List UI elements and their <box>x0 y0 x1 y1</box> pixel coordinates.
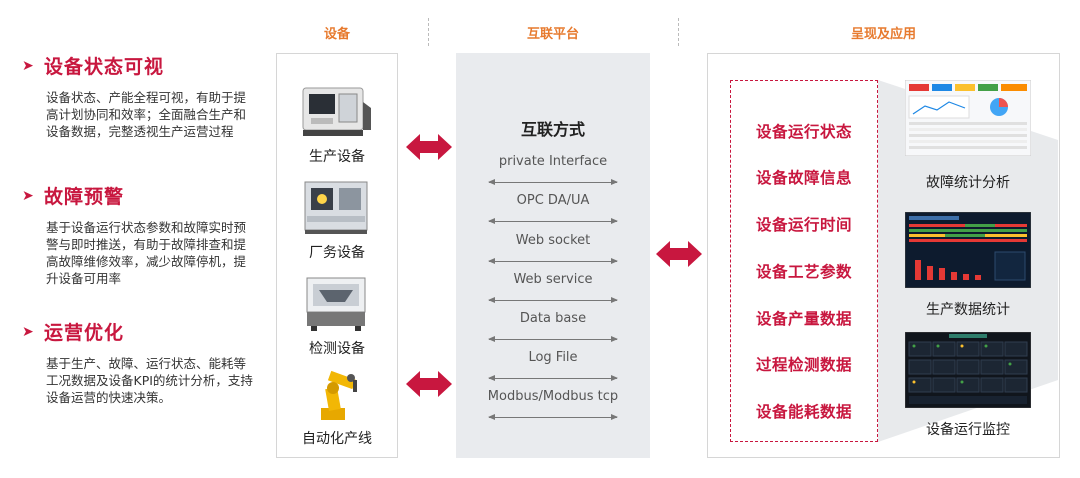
device-facility: 厂务设备 <box>277 178 397 262</box>
chevron-right-icon: ➤ <box>22 187 34 204</box>
platform-panel: 互联方式 private Interface OPC DA/UA Web soc… <box>456 53 650 458</box>
platform-title: 互联方式 <box>520 120 585 139</box>
feature-operation-optimize: ➤ 运营优化 基于生产、故障、运行状态、能耗等工况数据及设备KPI的统计分析，支持… <box>22 318 262 406</box>
facility-machine-icon <box>299 178 375 236</box>
feature-desc: 基于生产、故障、运行状态、能耗等工况数据及设备KPI的统计分析，支持设备运营的快… <box>46 356 253 405</box>
device-production: 生产设备 <box>277 82 397 166</box>
double-arrow-icon <box>406 134 452 160</box>
chevron-right-icon: ➤ <box>22 323 34 340</box>
protocol-label: OPC DA/UA <box>516 193 590 208</box>
bidirectional-arrow-icon <box>488 218 618 224</box>
data-type-item: 设备工艺参数 <box>755 263 852 281</box>
inspection-machine-icon <box>299 274 375 332</box>
double-arrow-icon <box>406 371 452 397</box>
double-arrow-icon <box>656 241 702 267</box>
data-type-item: 设备故障信息 <box>755 169 852 187</box>
data-type-item: 设备产量数据 <box>755 310 852 328</box>
bidirectional-arrow-icon <box>488 375 618 381</box>
protocol-label: Web socket <box>515 233 591 248</box>
feature-desc: 基于设备运行状态参数和故障实时预警与即时推送，有助于故障排查和提高故障维修效率，… <box>46 220 247 286</box>
bidirectional-arrow-icon <box>488 414 618 420</box>
protocol-label: Modbus/Modbus tcp <box>487 389 619 404</box>
header-divider <box>678 18 679 46</box>
protocol-label: Data base <box>519 311 587 326</box>
cnc-machine-icon <box>299 82 375 140</box>
protocol-label: Web service <box>513 272 593 287</box>
bidirectional-arrow-icon <box>488 297 618 303</box>
production-stats-screenshot <box>905 212 1031 288</box>
feature-title: 故障预警 <box>44 186 125 208</box>
bidirectional-arrow-icon <box>488 336 618 342</box>
header-devices: 设备 <box>323 27 350 42</box>
header-platform: 互联平台 <box>526 27 579 42</box>
screenshot-label: 生产数据统计 <box>926 302 1010 318</box>
device-inspection: 检测设备 <box>277 274 397 358</box>
data-type-item: 设备运行状态 <box>755 123 852 141</box>
data-type-item: 过程检测数据 <box>755 356 852 374</box>
header-divider <box>428 18 429 46</box>
bidirectional-arrow-icon <box>488 179 618 185</box>
protocol-label: Log File <box>528 350 578 365</box>
device-label: 生产设备 <box>309 149 365 165</box>
feature-fault-warning: ➤ 故障预警 基于设备运行状态参数和故障实时预警与即时推送，有助于故障排查和提高故… <box>22 182 262 287</box>
screenshot-label: 故障统计分析 <box>926 175 1010 191</box>
data-type-item: 设备运行时间 <box>755 216 852 234</box>
device-label: 检测设备 <box>309 341 365 357</box>
feature-title: 运营优化 <box>44 322 125 344</box>
device-label: 厂务设备 <box>309 245 365 261</box>
feature-title: 设备状态可视 <box>44 56 165 78</box>
feature-desc: 设备状态、产能全程可视，有助于提高计划协同和效率；全面融合生产和设备数据，完整透… <box>46 90 247 139</box>
data-type-item: 设备能耗数据 <box>755 403 852 421</box>
application-panel: 设备运行状态 设备故障信息 设备运行时间 设备工艺参数 设备产量数据 过程检测数… <box>707 53 1060 458</box>
data-type-list: 设备运行状态 设备故障信息 设备运行时间 设备工艺参数 设备产量数据 过程检测数… <box>730 80 878 442</box>
fault-analysis-screenshot <box>905 80 1031 156</box>
device-panel: 生产设备 厂务设备 检测设备 <box>276 53 398 458</box>
device-automation: 自动化产线 <box>277 364 397 448</box>
equipment-monitor-screenshot <box>905 332 1031 408</box>
robot-arm-icon <box>299 364 375 422</box>
header-apps: 呈现及应用 <box>850 27 916 42</box>
device-label: 自动化产线 <box>302 431 372 447</box>
screenshot-label: 设备运行监控 <box>926 422 1010 438</box>
protocol-label: private Interface <box>498 154 608 169</box>
feature-status-visual: ➤ 设备状态可视 设备状态、产能全程可视，有助于提高计划协同和效率；全面融合生产和… <box>22 52 262 140</box>
bidirectional-arrow-icon <box>488 258 618 264</box>
chevron-right-icon: ➤ <box>22 57 34 74</box>
